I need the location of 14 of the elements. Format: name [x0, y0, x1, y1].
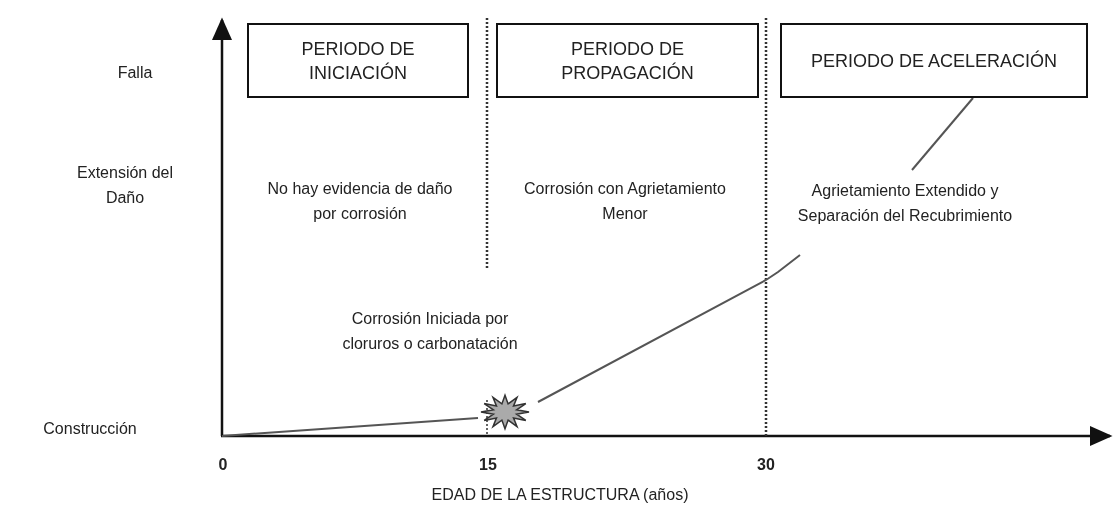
axis-title: EDAD DE LA ESTRUCTURA (años) — [430, 485, 690, 505]
stage-description: No hay evidencia de daño por corrosión — [266, 179, 454, 224]
tick-label: 15 — [478, 455, 498, 475]
axis-label: Extensión del Daño — [75, 163, 175, 208]
event-annotation: Corrosión Iniciada por cloruros o carbonatación — [341, 309, 519, 354]
period-box: PERIODO DE INICIACIÓN — [247, 23, 469, 98]
stage-description: Corrosión con Agrietamiento Menor — [523, 179, 727, 224]
stage-description: Agrietamiento Extendido y Separación del Recubrimiento — [796, 181, 1014, 226]
axis-label: Construcción — [42, 419, 138, 439]
period-box: PERIODO DE PROPAGACIÓN — [496, 23, 759, 98]
tick-label: 0 — [217, 455, 229, 475]
tick-label: 30 — [756, 455, 776, 475]
period-box: PERIODO DE ACELERACIÓN — [780, 23, 1088, 98]
axis-label: Falla — [116, 63, 154, 83]
